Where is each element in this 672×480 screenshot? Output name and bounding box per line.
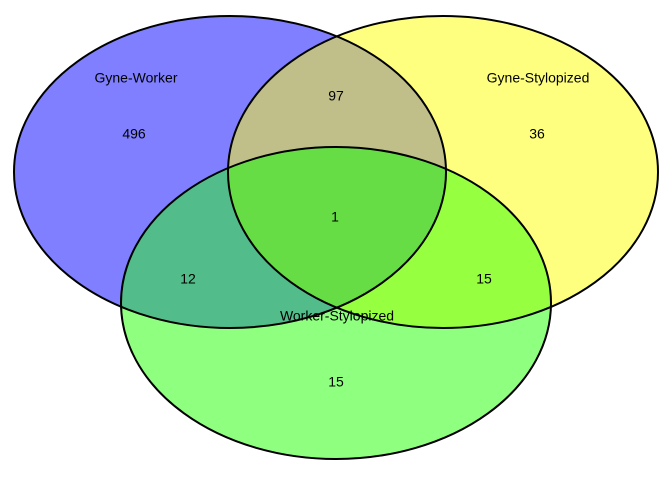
count-worker-stylopized-only: 15 bbox=[328, 374, 344, 390]
count-gyne-worker-worker-stylopized: 12 bbox=[180, 271, 196, 287]
count-gyne-worker-only: 496 bbox=[122, 126, 146, 142]
label-gyne-stylopized: Gyne-Stylopized bbox=[487, 70, 590, 86]
count-gyne-stylopized-worker-stylopized: 15 bbox=[476, 271, 492, 287]
label-gyne-worker: Gyne-Worker bbox=[95, 70, 178, 86]
gyne-stylopized-outline bbox=[227, 15, 659, 329]
count-gyne-stylopized-only: 36 bbox=[529, 126, 545, 142]
count-gyne-worker-gyne-stylopized: 97 bbox=[328, 88, 344, 104]
label-worker-stylopized: Worker-Stylopized bbox=[280, 308, 394, 324]
count-all-three: 1 bbox=[331, 209, 339, 225]
gyne-worker-outline bbox=[13, 15, 447, 329]
worker-stylopized-outline bbox=[120, 146, 552, 460]
